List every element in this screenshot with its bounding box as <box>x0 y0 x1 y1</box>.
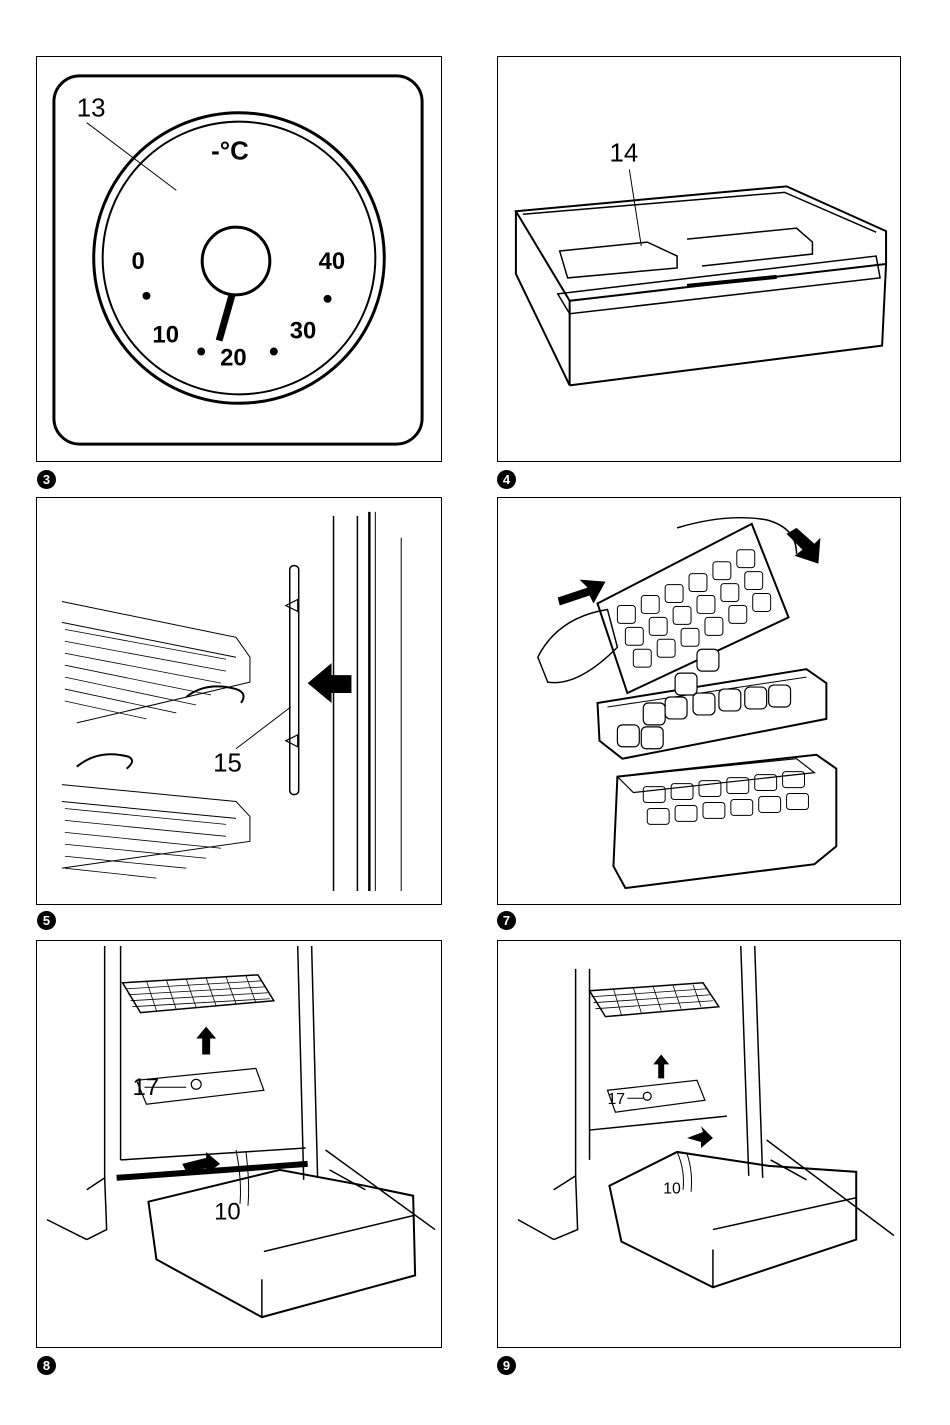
figure-8-number: 8 <box>37 1356 56 1375</box>
figure-3-panel: 13 -°C 0 10 20 30 40 <box>36 56 442 462</box>
dial-mark-0: 0 <box>132 248 145 275</box>
shelf-rail-illustration: 15 <box>37 498 441 904</box>
thermostat-dial-illustration: 13 -°C 0 10 20 30 40 <box>37 57 441 461</box>
drawer-callout-label: 14 <box>609 139 638 167</box>
defrost-drain-illustration-a: 17 10 <box>37 941 441 1347</box>
drain-channel-label: 10 <box>214 1199 241 1226</box>
dial-mark-20: 20 <box>220 344 247 371</box>
drain-plug-label: 17 <box>133 1074 160 1101</box>
dial-mark-30: 30 <box>290 318 317 345</box>
figure-9-panel: 17 10 <box>497 940 901 1348</box>
dial-callout-label: 13 <box>77 95 106 123</box>
figure-7-panel <box>497 497 901 905</box>
defrost-drain-illustration-b: 17 10 <box>498 941 900 1347</box>
figure-4-number: 4 <box>497 470 516 489</box>
ice-tray-illustration <box>498 498 900 904</box>
drawer-illustration: 14 <box>498 57 900 461</box>
dial-mark-40: 40 <box>319 248 346 275</box>
drain-channel-label: 10 <box>663 1181 681 1198</box>
figure-7-number: 7 <box>497 911 516 930</box>
rail-callout-label: 15 <box>213 750 242 778</box>
drain-plug-label: 17 <box>607 1091 625 1108</box>
figure-5-panel: 15 <box>36 497 442 905</box>
dial-mark-10: 10 <box>152 322 179 349</box>
figure-5-number: 5 <box>37 911 56 930</box>
figure-9-number: 9 <box>497 1356 516 1375</box>
figure-4-panel: 14 <box>497 56 901 462</box>
figure-3-number: 3 <box>37 470 56 489</box>
dial-unit-label: -°C <box>211 137 249 165</box>
figure-8-panel: 17 10 <box>36 940 442 1348</box>
